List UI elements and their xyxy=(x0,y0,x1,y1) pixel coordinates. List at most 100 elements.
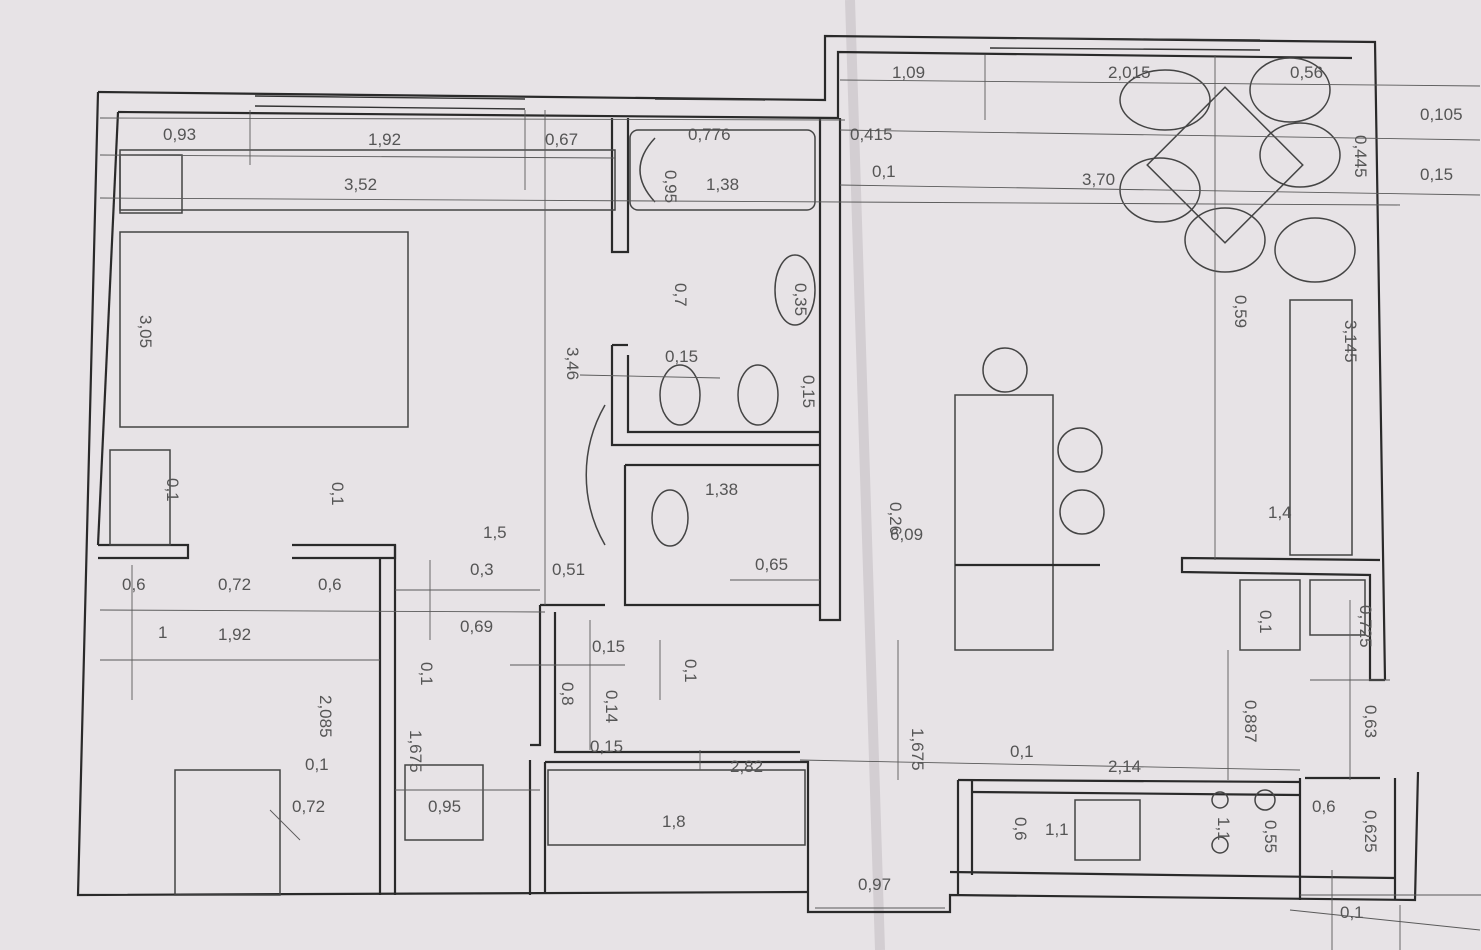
bar-stool xyxy=(1059,489,1105,535)
dim-label: 2,085 xyxy=(316,695,335,738)
bed xyxy=(119,231,409,428)
dim-label: 0,97 xyxy=(858,875,891,894)
dim-label: 0,1 xyxy=(305,755,329,774)
dim-label: 0,1 xyxy=(163,478,182,502)
dim-label: 0,65 xyxy=(755,555,788,574)
cabinet xyxy=(1239,579,1301,651)
door-swing xyxy=(585,404,606,546)
dim-label: 1,1 xyxy=(1214,817,1233,841)
dim-label: 2,14 xyxy=(1108,757,1141,776)
dim-label: 0,445 xyxy=(1351,135,1370,178)
dim-label: 0,1 xyxy=(1256,610,1275,634)
sink xyxy=(774,254,816,326)
dim-label: 1,38 xyxy=(706,175,739,194)
bar-stool xyxy=(1057,427,1103,473)
dimension-labels: 0,93 1,92 0,67 0,776 0,415 1,09 2,015 0,… xyxy=(122,63,1463,922)
sink xyxy=(1211,836,1229,854)
dim-label: 0,6 xyxy=(1312,797,1336,816)
kitchen-island xyxy=(954,394,1054,651)
dim-label: 0,8 xyxy=(558,682,577,706)
sink xyxy=(1211,791,1229,809)
dim-label: 0,55 xyxy=(1261,820,1280,853)
dim-label: 0,15 xyxy=(1420,165,1453,184)
dim-label: 0,95 xyxy=(661,170,680,203)
nightstand xyxy=(119,154,183,214)
dim-label: 0,72 xyxy=(218,575,251,594)
dim-label: 0,15 xyxy=(590,737,623,756)
dim-label: 1,92 xyxy=(218,625,251,644)
dim-label: 1,4 xyxy=(1268,503,1292,522)
dim-label: 0,6 xyxy=(122,575,146,594)
dim-label: 1,675 xyxy=(406,730,425,773)
toilet xyxy=(651,489,689,547)
dim-label: 1,09 xyxy=(892,63,925,82)
dimension-lines xyxy=(99,55,1481,950)
dim-label: 3,46 xyxy=(563,347,582,380)
paper-fold xyxy=(845,0,885,950)
toilet xyxy=(659,364,701,426)
dim-label: 0,1 xyxy=(872,162,896,181)
dim-label: 0,776 xyxy=(688,125,731,144)
cabinet xyxy=(1309,579,1366,636)
kitchen-counter xyxy=(1289,299,1353,556)
dim-label: 3,70 xyxy=(1082,170,1115,189)
dim-label: 1 xyxy=(158,623,167,642)
dim-label: 1,5 xyxy=(483,523,507,542)
dim-label: 0,1 xyxy=(1340,903,1364,922)
shower xyxy=(1074,799,1141,861)
washbasin xyxy=(1254,789,1276,811)
dim-label: 0,14 xyxy=(602,690,621,723)
dim-label: 0,69 xyxy=(460,617,493,636)
dim-label: 0,625 xyxy=(1361,810,1380,853)
bed xyxy=(174,769,281,896)
desk xyxy=(404,764,484,841)
bathtub xyxy=(629,129,816,211)
outer-walls xyxy=(76,34,1420,914)
dim-label: 2,015 xyxy=(1108,63,1151,82)
dim-label: 0,1 xyxy=(328,482,347,506)
dim-label: 0,63 xyxy=(1361,705,1380,738)
nightstand xyxy=(109,449,171,546)
dim-label: 0,105 xyxy=(1420,105,1463,124)
dim-label: 0,95 xyxy=(428,797,461,816)
dim-label: 0,7 xyxy=(671,283,690,307)
dim-label: 1,38 xyxy=(705,480,738,499)
dim-label: 3,145 xyxy=(1341,320,1360,363)
dim-label: 0,56 xyxy=(1290,63,1323,82)
dim-label: 0,1 xyxy=(1010,742,1034,761)
dim-label: 1,92 xyxy=(368,130,401,149)
dim-label: 0,3 xyxy=(470,560,494,579)
dim-label: 0,415 xyxy=(850,125,893,144)
dim-label: 0,6 xyxy=(318,575,342,594)
dim-label: 1,675 xyxy=(908,728,927,771)
bathtub-curve xyxy=(639,137,656,203)
dim-label: 0,93 xyxy=(163,125,196,144)
dim-label: 0,1 xyxy=(417,662,436,686)
dim-label: 0,72 xyxy=(292,797,325,816)
dim-label: 0,725 xyxy=(1356,605,1375,648)
dim-label: 0,67 xyxy=(545,130,578,149)
internal-walls xyxy=(98,118,1380,900)
dim-label: 3,05 xyxy=(136,315,155,348)
dim-label: 0,1 xyxy=(681,659,700,683)
dim-label: 3,52 xyxy=(344,175,377,194)
dim-label: 0,15 xyxy=(665,347,698,366)
dim-label: 0,59 xyxy=(1231,295,1250,328)
dim-label: 1,8 xyxy=(662,812,686,831)
dining-table xyxy=(1119,57,1356,283)
dim-label: 0,15 xyxy=(799,375,818,408)
dim-label: 1,1 xyxy=(1045,820,1069,839)
bidet xyxy=(737,364,779,426)
wardrobe xyxy=(547,769,806,846)
dim-label: 0,6 xyxy=(1011,817,1030,841)
dim-label: 0,51 xyxy=(552,560,585,579)
dim-label: 2,82 xyxy=(730,757,763,776)
dim-label: 6,09 xyxy=(890,525,923,544)
dim-label: 0,887 xyxy=(1241,700,1260,743)
dim-label: 0,15 xyxy=(592,637,625,656)
dim-label: 0,26 xyxy=(886,502,905,535)
furniture xyxy=(109,57,1366,896)
dim-label: 0,35 xyxy=(791,283,810,316)
bar-stool xyxy=(982,347,1028,393)
